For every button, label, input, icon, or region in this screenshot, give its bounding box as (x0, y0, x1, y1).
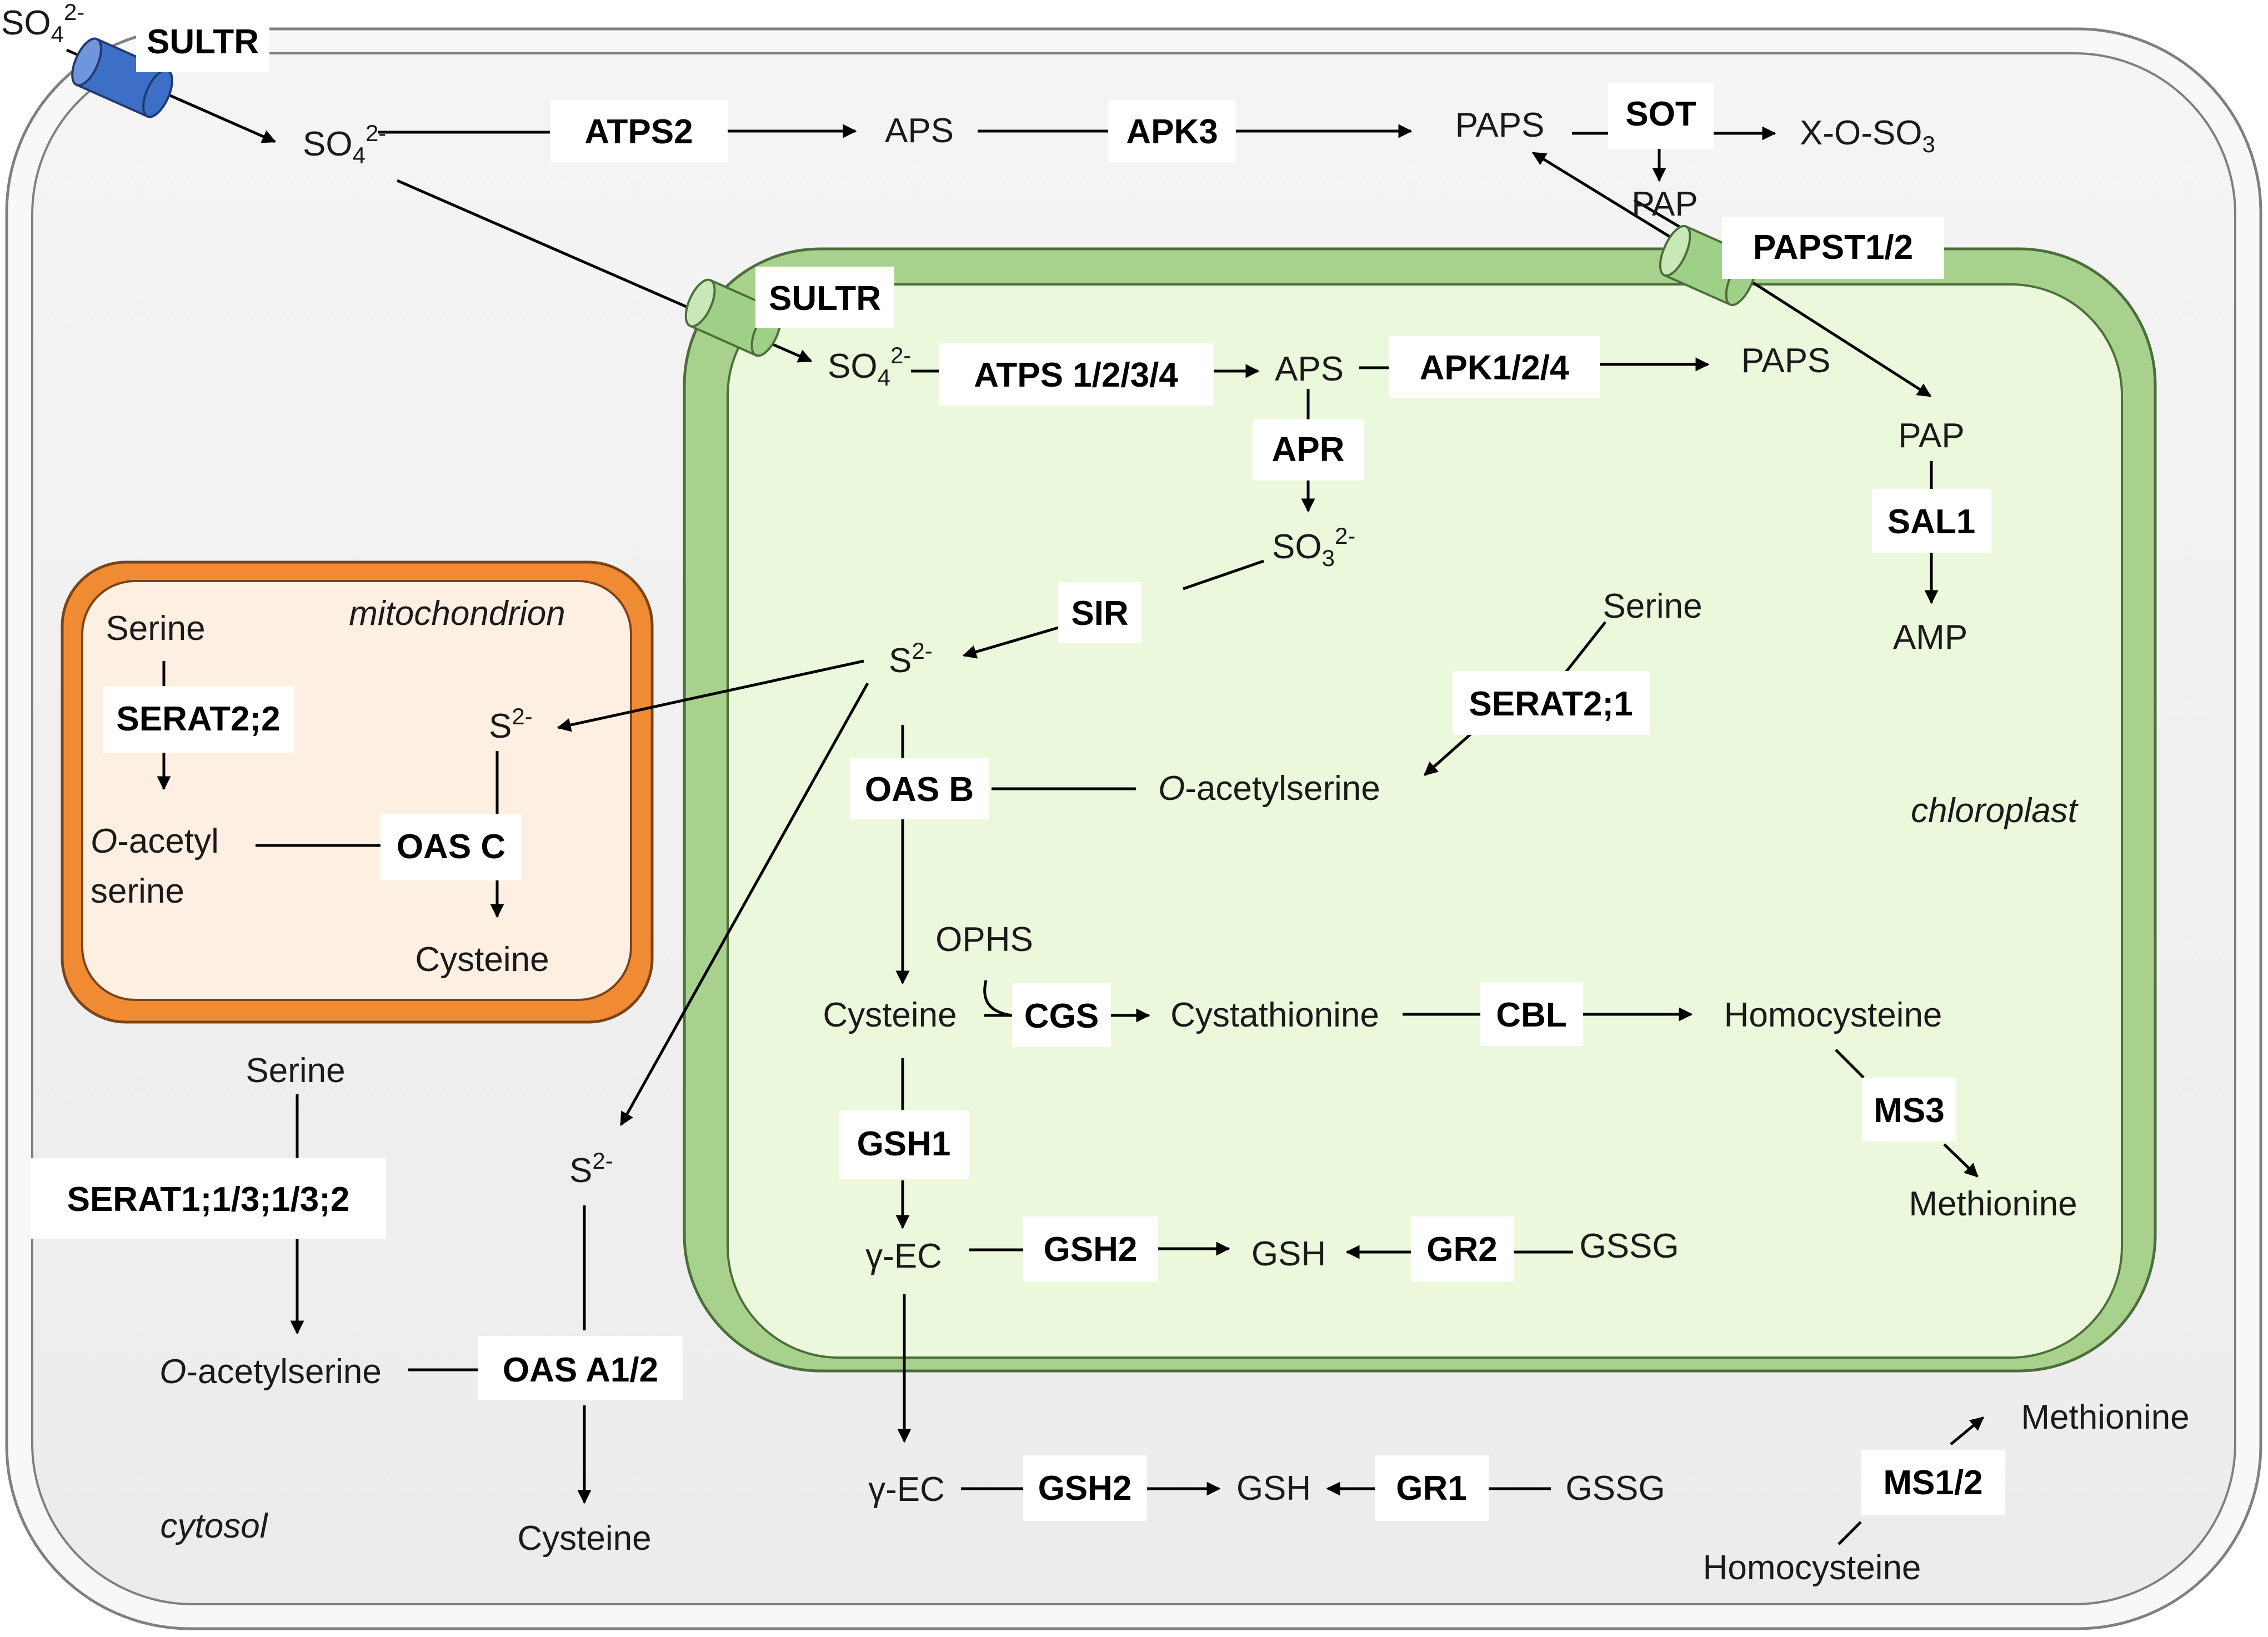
enzyme-sir: SIR (1071, 594, 1128, 633)
metabolite-methionine-chloroplast: Methionine (1909, 1185, 2077, 1223)
compartment-labels: cytosol chloroplast mitochondrion (161, 594, 2079, 1545)
enzyme-serat21: SERAT2;1 (1469, 685, 1633, 723)
enzyme-gsh2-chloroplast: GSH2 (1044, 1230, 1138, 1269)
metabolite-serine-cytosol: Serine (246, 1052, 345, 1090)
mitochondrion-compartment (61, 560, 654, 1024)
enzyme-serat22: SERAT2;2 (116, 700, 280, 738)
metabolite-gsh-chloroplast: GSH (1251, 1235, 1326, 1273)
metabolite-sulfate-external: SO42- (1, 0, 84, 47)
enzyme-gsh2-cytosol: GSH2 (1038, 1469, 1132, 1508)
enzyme-cgs: CGS (1024, 997, 1099, 1035)
metabolite-cysteine-chloroplast: Cysteine (823, 996, 957, 1034)
enzyme-papst: PAPST1/2 (1753, 228, 1913, 267)
enzyme-boxes (31, 17, 2005, 1521)
metabolite-gssg-cytosol: GSSG (1565, 1469, 1665, 1508)
enzyme-gr2: GR2 (1426, 1230, 1497, 1269)
enzyme-sultr-pm: SULTR (147, 23, 259, 61)
label-mitochondrion: mitochondrion (349, 594, 565, 633)
metabolite-sulfate-chloroplast: SO42- (828, 342, 911, 391)
enzyme-apk124: APK1/2/4 (1420, 349, 1569, 387)
enzyme-atps2: ATPS2 (584, 113, 693, 151)
enzyme-sot: SOT (1625, 95, 1696, 133)
metabolite-o-acetylserine-mitochondrion: O-acetyl (91, 822, 219, 860)
metabolite-ophs: OPHS (935, 920, 1033, 959)
enzyme-sal1: SAL1 (1888, 503, 1975, 541)
metabolite-cysteine-cytosol: Cysteine (517, 1519, 651, 1558)
metabolite-o-acetylserine-mitochondrion-line2: serine (91, 872, 184, 910)
metabolite-labels: SO42- SO42- APS PAPS X-O-SO3 PAP SO42- A… (1, 0, 2190, 1587)
sultr-plasma-membrane-transporter (71, 37, 173, 118)
enzyme-cbl: CBL (1496, 996, 1566, 1034)
metabolite-sulfite: SO32- (1272, 523, 1355, 571)
metabolite-sulfate-cytosol: SO42- (303, 120, 386, 168)
papst-transporter (1659, 224, 1758, 307)
enzyme-apr: APR (1272, 430, 1345, 469)
enzyme-ms12: MS1/2 (1883, 1464, 1982, 1502)
enzyme-gsh1: GSH1 (857, 1125, 951, 1163)
chloroplast-compartment (683, 247, 2157, 1373)
sultr-chloroplast-transporter (684, 278, 782, 357)
metabolite-sulfide-chloroplast: S2- (889, 638, 933, 680)
metabolite-serine-mitochondrion: Serine (106, 609, 205, 648)
enzyme-serat1: SERAT1;1/3;1/3;2 (67, 1180, 350, 1219)
enzyme-atps1234: ATPS 1/2/3/4 (974, 356, 1178, 394)
metabolite-aps-chloroplast: APS (1275, 350, 1344, 388)
metabolite-pap-chloroplast: PAP (1898, 417, 1964, 455)
metabolite-paps-cytosol: PAPS (1455, 106, 1545, 144)
enzyme-oasb: OAS B (865, 770, 974, 809)
enzyme-oasc: OAS C (397, 828, 505, 866)
metabolite-o-acetylserine-chloroplast: O-acetylserine (1158, 769, 1380, 808)
enzyme-oasa: OAS A1/2 (503, 1351, 658, 1389)
metabolite-gssg-chloroplast: GSSG (1579, 1227, 1679, 1265)
enzyme-ms3: MS3 (1874, 1092, 1944, 1130)
enzyme-apk3: APK3 (1126, 113, 1218, 151)
metabolite-methionine-cytosol: Methionine (2021, 1398, 2189, 1436)
enzyme-labels: SULTR ATPS2 APK3 SOT PAPST1/2 SULTR ATPS… (67, 23, 1983, 1508)
metabolite-o-acetylserine-cytosol: O-acetylserine (159, 1353, 382, 1391)
enzyme-gr1: GR1 (1396, 1469, 1466, 1508)
metabolite-serine-chloroplast: Serine (1603, 587, 1702, 625)
metabolite-sulfide-cytosol: S2- (569, 1148, 613, 1190)
metabolite-cysteine-mitochondrion: Cysteine (415, 940, 549, 979)
metabolite-gamma-ec-chloroplast: γ-EC (865, 1237, 942, 1275)
metabolite-amp: AMP (1893, 618, 1967, 657)
metabolite-gsh-cytosol: GSH (1236, 1469, 1311, 1508)
metabolite-gamma-ec-cytosol: γ-EC (868, 1470, 945, 1509)
metabolite-x-o-so3: X-O-SO3 (1800, 114, 1935, 157)
metabolite-pap-cytosol: PAP (1631, 185, 1698, 223)
label-chloroplast: chloroplast (1911, 792, 2079, 830)
label-cytosol: cytosol (161, 1507, 269, 1545)
metabolite-aps-cytosol: APS (885, 112, 954, 150)
metabolite-sulfide-mitochondrion: S2- (489, 703, 533, 745)
enzyme-sultr-chloroplast: SULTR (769, 279, 881, 318)
metabolite-cystathionine: Cystathionine (1170, 996, 1379, 1034)
metabolite-homocysteine-cytosol: Homocysteine (1703, 1549, 1921, 1587)
metabolite-paps-chloroplast: PAPS (1741, 342, 1831, 380)
metabolite-homocysteine-chloroplast: Homocysteine (1724, 996, 1942, 1034)
